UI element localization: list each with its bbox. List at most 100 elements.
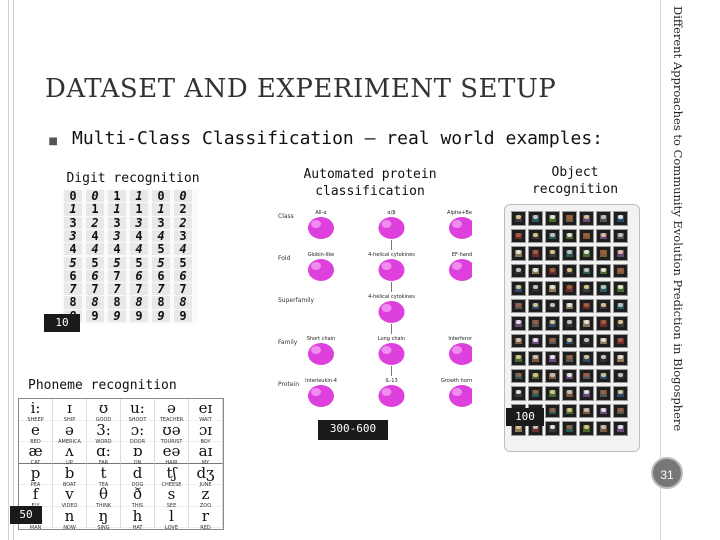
digit-sample: 9 (152, 310, 170, 322)
phoneme-cell: ɔ:DOOR (121, 420, 155, 445)
object-thumbnail (579, 403, 594, 418)
object-thumbnail-subject (550, 425, 555, 429)
digit-sample: 9 (174, 310, 192, 322)
object-thumbnail-subject (533, 267, 538, 272)
protein-structure-highlight (381, 220, 392, 228)
digit-sample: 4 (130, 230, 148, 243)
protein-node-label: Short chain (307, 336, 336, 342)
object-thumbnail-subject (601, 285, 606, 289)
protein-node-label: Interferons (448, 336, 472, 342)
object-thumbnail (545, 228, 560, 243)
object-thumbnail (596, 298, 611, 313)
object-thumbnail-subject (584, 302, 589, 307)
protein-node-label: All-α (315, 210, 327, 216)
object-thumbnail-subject (516, 390, 521, 394)
object-thumbnail (596, 211, 611, 226)
bullet-icon: ◾ (48, 133, 59, 149)
phoneme-symbol: 3: (96, 420, 111, 439)
digit-sample: 3 (130, 216, 148, 229)
digit-sample: 7 (130, 283, 148, 296)
phoneme-cell: ɑ:FAR (87, 442, 121, 466)
protein-node-label: IL-13 (385, 378, 397, 384)
digit-sample: 5 (86, 256, 104, 269)
phoneme-example-word: LOVE (164, 524, 179, 531)
phoneme-symbol: s (167, 485, 176, 503)
object-thumbnail-subject (550, 390, 555, 394)
digit-sample: 6 (130, 270, 148, 283)
object-thumbnail (596, 333, 611, 348)
protein-structure-highlight (311, 262, 321, 270)
digit-sample: 8 (86, 296, 104, 309)
phoneme-symbol: aɪ (198, 442, 213, 460)
object-thumbnail-subject (550, 215, 555, 219)
protein-structure-highlight (311, 220, 321, 228)
object-thumbnail-subject (533, 390, 538, 394)
protein-structure-highlight (452, 220, 462, 228)
phoneme-symbol: ʌ (65, 442, 74, 460)
object-thumbnail (511, 281, 526, 296)
object-thumbnail-subject (584, 320, 589, 324)
protein-structure-highlight (311, 388, 321, 396)
phoneme-example-word: UP (66, 460, 73, 466)
protein-node-label: EF-hand (452, 252, 472, 258)
object-thumbnail-subject (516, 320, 521, 324)
object-thumbnail (579, 368, 594, 383)
object-thumbnail-subject (584, 355, 589, 359)
protein-node-label: Long chain (378, 336, 405, 342)
digit-sample: 7 (108, 283, 126, 296)
digit-sample: 8 (108, 296, 126, 309)
object-thumbnail-subject (516, 337, 521, 342)
digit-sample: 4 (64, 243, 82, 256)
object-thumbnail (613, 316, 628, 331)
phoneme-symbol: ð (132, 485, 143, 503)
digit-sample: 6 (152, 270, 170, 283)
object-thumbnail-subject (601, 372, 606, 377)
object-thumbnail (511, 351, 526, 366)
object-thumbnail-subject (516, 372, 521, 377)
object-thumbnail-subject (550, 407, 555, 412)
phoneme-example-word: BOAT (62, 481, 77, 488)
digit-sample: 6 (86, 270, 104, 283)
phoneme-symbol: b (64, 463, 75, 482)
page-number: 31 (651, 457, 683, 489)
object-thumbnail-subject (618, 285, 623, 289)
digit-sample: 0 (152, 190, 170, 203)
object-thumbnail-subject (601, 250, 606, 254)
phoneme-symbol: ŋ (98, 506, 109, 525)
phoneme-example-word: PEA (30, 481, 41, 488)
object-thumbnail-subject (618, 337, 623, 342)
object-thumbnail (511, 228, 526, 243)
protein-structure (308, 217, 334, 239)
phoneme-symbol: ɔɪ (198, 420, 213, 439)
protein-structure-highlight (381, 388, 392, 396)
digit-sample: 5 (108, 256, 126, 269)
protein-label: Automated protein classification (303, 167, 437, 199)
phoneme-example-word: FAR (98, 460, 109, 466)
object-thumbnail-subject (567, 250, 572, 254)
object-thumbnail (528, 368, 543, 383)
digit-sample: 7 (86, 283, 104, 296)
phoneme-example-word: THINK (95, 503, 112, 509)
digit-sample: 1 (108, 203, 126, 216)
object-thumbnail-subject (584, 250, 589, 254)
object-thumbnail (579, 316, 594, 331)
protein-structure (449, 343, 472, 365)
object-thumbnail-subject (618, 372, 623, 377)
phoneme-symbol: p (30, 463, 41, 482)
phoneme-symbol: dʒ (196, 463, 215, 482)
object-thumbnail (613, 228, 628, 243)
phoneme-example-word: TOURIST (160, 438, 183, 445)
protein-structure-highlight (381, 304, 392, 312)
